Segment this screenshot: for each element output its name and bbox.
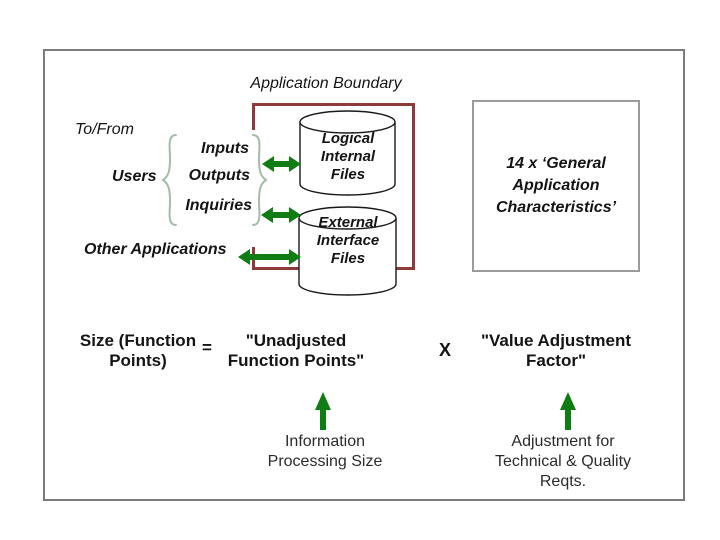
transaction-inputs-label: Inputs — [201, 140, 249, 157]
logical-internal-files-cylinder — [299, 122, 396, 196]
unadjusted-function-points-label: "Unadjusted Function Points" — [227, 331, 365, 370]
application-boundary-box — [252, 103, 415, 270]
users-files-arrow-icon — [262, 156, 301, 172]
logical-internal-files-cylinder-top — [299, 110, 396, 134]
adjustment-technical-quality-label: Adjustment for Technical & Quality Reqts… — [494, 433, 632, 490]
transaction-inquiries-label: Inquiries — [185, 197, 252, 214]
external-interface-files-cylinder — [298, 218, 397, 296]
to-from-label: To/From — [75, 121, 134, 138]
multiply-sign: X — [438, 340, 452, 360]
external-interface-files-label: External Interface Files — [316, 214, 380, 267]
inquiries-files-arrow-icon — [261, 207, 301, 223]
other-apps-arrow-icon — [238, 249, 301, 265]
users-brace-icon — [161, 134, 177, 226]
information-processing-size-label: Information Processing Size — [267, 433, 383, 470]
transaction-outputs-label: Outputs — [188, 167, 250, 184]
general-application-characteristics-label: 14 x ‘General Application Characteristic… — [495, 155, 617, 216]
information-processing-arrow-icon — [315, 392, 331, 430]
general-application-characteristics-box: 14 x ‘General Application Characteristic… — [472, 100, 640, 272]
application-boundary-label: Application Boundary — [250, 75, 402, 92]
equals-sign: = — [202, 338, 212, 357]
other-applications-label: Other Applications — [84, 241, 227, 258]
adjustment-arrow-icon — [560, 392, 576, 430]
external-interface-files-cylinder-top — [298, 206, 397, 230]
value-adjustment-factor-label: "Value Adjustment Factor" — [480, 331, 632, 370]
size-function-points-label: Size (Function Points) — [79, 331, 197, 370]
users-label: Users — [112, 168, 157, 185]
transactions-brace-icon — [252, 134, 268, 226]
logical-internal-files-label: Logical Internal Files — [320, 130, 376, 183]
